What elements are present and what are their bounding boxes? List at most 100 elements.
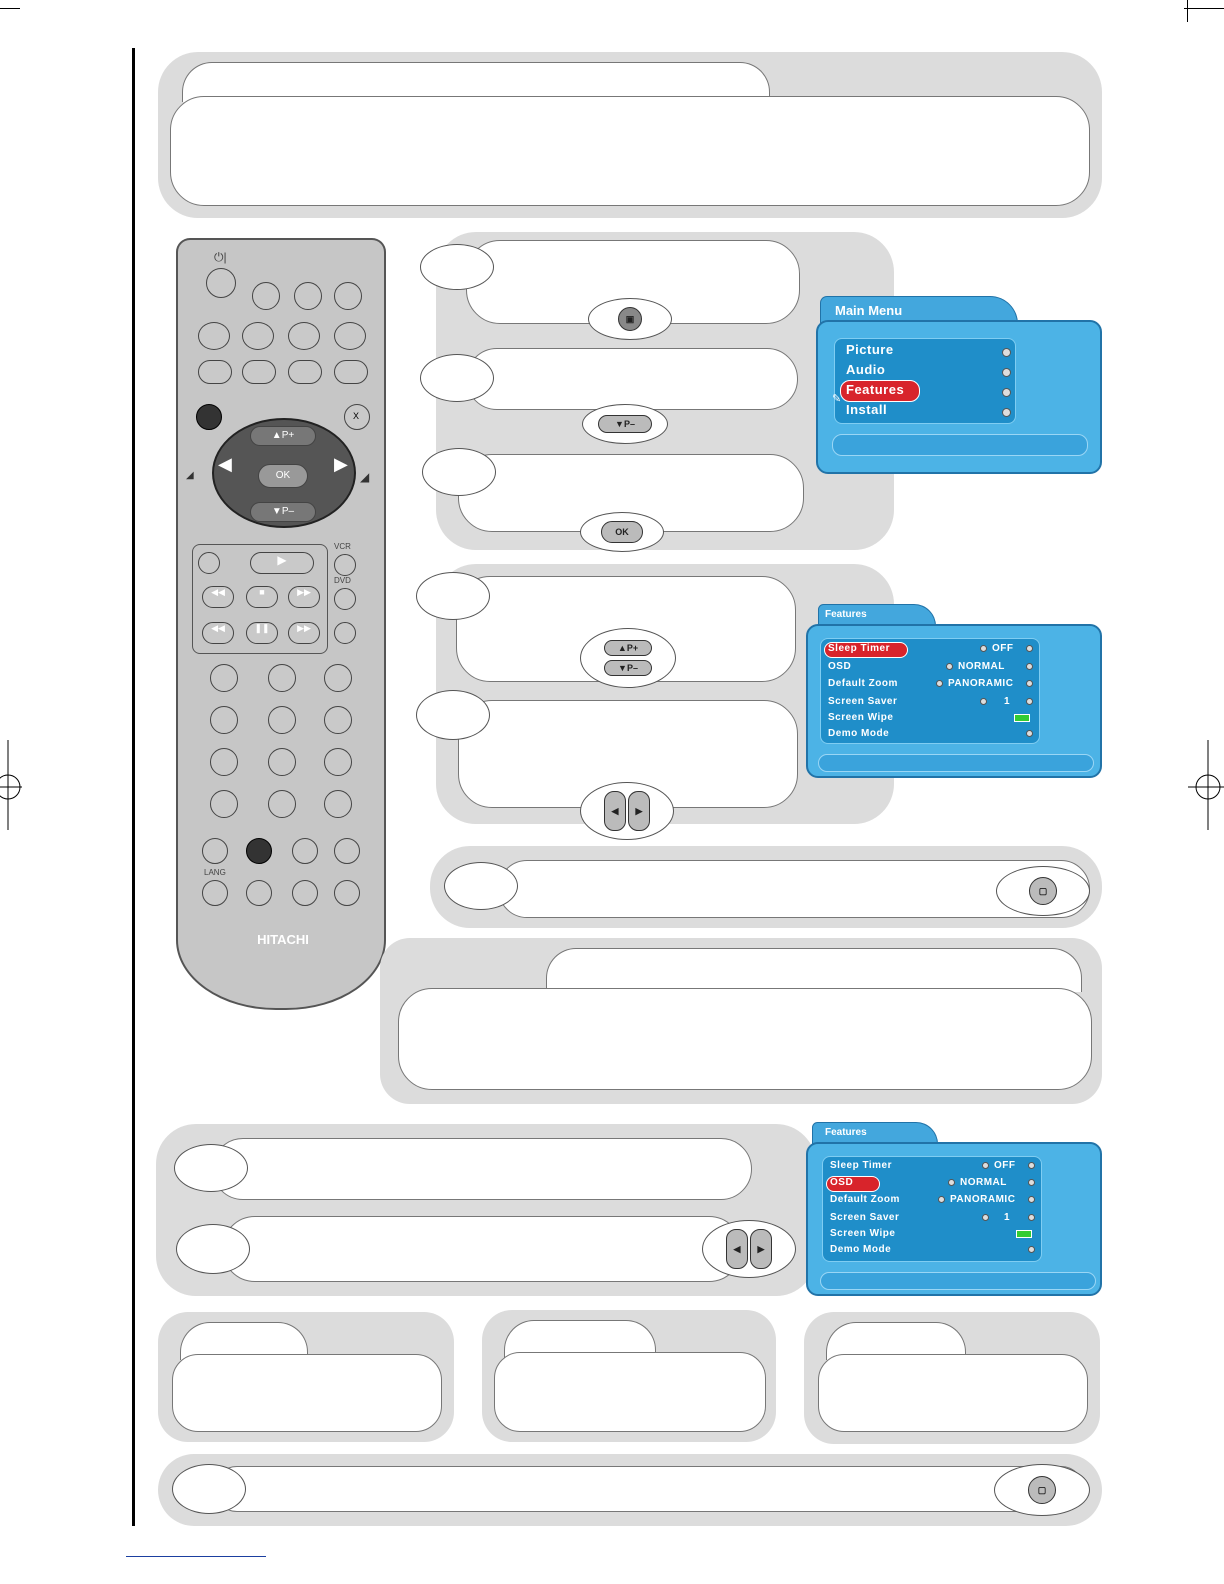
features-menu-1-title: Features xyxy=(825,609,867,620)
subtitle-button[interactable] xyxy=(202,838,228,864)
p-plus-label: P+ xyxy=(281,430,295,441)
step-6-tv-button[interactable]: ▢ xyxy=(996,866,1090,916)
device-button[interactable] xyxy=(334,622,356,644)
left-arrow-button[interactable]: ◀ xyxy=(218,454,232,474)
digit-7-button[interactable] xyxy=(210,748,238,776)
osd-step-2-box xyxy=(222,1216,742,1282)
features-2-row-osd-label[interactable]: OSD xyxy=(830,1177,854,1188)
features-1-row-demo-label[interactable]: Demo Mode xyxy=(828,728,890,739)
digit-8-button[interactable] xyxy=(268,748,296,776)
features-2-row-demo-label[interactable]: Demo Mode xyxy=(830,1244,892,1255)
menu-item-features[interactable]: Features xyxy=(846,382,905,397)
final-step-tv-button[interactable]: ▢ xyxy=(994,1464,1090,1516)
sleep-right-icon-2 xyxy=(1028,1162,1035,1169)
pause-button[interactable]: ❚❚ xyxy=(246,622,278,644)
step-1-menu-button[interactable]: ▣ xyxy=(588,298,672,340)
yellow-fastext-button[interactable] xyxy=(288,360,322,384)
aspect-button[interactable] xyxy=(334,282,362,310)
zoom-right-icon xyxy=(1026,680,1033,687)
info-button[interactable] xyxy=(288,322,320,350)
ok-button[interactable]: OK xyxy=(258,464,308,488)
digit-3-button[interactable] xyxy=(324,664,352,692)
header-tab xyxy=(182,62,770,102)
features-1-row-sleep-label[interactable]: Sleep Timer xyxy=(828,643,891,654)
features-1-row-saver-label[interactable]: Screen Saver xyxy=(828,696,898,707)
registration-mark-right xyxy=(1178,740,1224,830)
menu-button[interactable] xyxy=(196,404,222,430)
osd-left-icon xyxy=(946,663,953,670)
features-2-row-wipe-label[interactable]: Screen Wipe xyxy=(830,1228,896,1239)
tv-icon: ▢ xyxy=(1029,877,1057,905)
standby-button[interactable] xyxy=(206,268,236,298)
text-reveal-button[interactable] xyxy=(292,880,318,906)
menu-item-install[interactable]: Install xyxy=(846,402,888,417)
step-4-p-buttons[interactable]: ▲ P+ ▼ P– xyxy=(580,628,676,688)
fast-forward-button[interactable]: ▶▶ xyxy=(288,586,320,608)
screen-wipe-toggle-icon-2 xyxy=(1016,1230,1032,1238)
features-menu-2-tab: Features xyxy=(812,1122,938,1144)
features-1-row-zoom-label[interactable]: Default Zoom xyxy=(828,678,898,689)
blue-fastext-button[interactable] xyxy=(334,360,368,384)
features-2-row-zoom-value: PANORAMIC xyxy=(950,1194,1016,1205)
record-button[interactable] xyxy=(198,552,220,574)
sound-button[interactable] xyxy=(294,282,322,310)
demo-arrow-icon xyxy=(1026,730,1033,737)
tv-button[interactable] xyxy=(246,838,272,864)
note-tab xyxy=(546,948,1082,992)
step-3-ok-button[interactable]: OK xyxy=(580,512,664,552)
volume-down-icon[interactable]: ◢ xyxy=(186,470,194,481)
features-2-row-sleep-label[interactable]: Sleep Timer xyxy=(830,1160,893,1171)
dtv-button[interactable] xyxy=(202,880,228,906)
focus-button[interactable] xyxy=(242,322,274,350)
text-mix-button[interactable] xyxy=(334,838,360,864)
green-fastext-button[interactable] xyxy=(242,360,276,384)
saver-left-icon xyxy=(980,698,987,705)
header-box xyxy=(170,96,1090,206)
rewind-button[interactable]: ◀◀ xyxy=(202,586,234,608)
p-minus-button[interactable]: ▼P– xyxy=(250,502,316,522)
mute-button[interactable] xyxy=(334,322,366,350)
menu-item-picture[interactable]: Picture xyxy=(846,342,894,357)
features-1-row-osd-label[interactable]: OSD xyxy=(828,661,852,672)
digit-6-button[interactable] xyxy=(324,706,352,734)
right-arrow-button[interactable]: ▶ xyxy=(334,454,348,474)
step-2-p-minus-button[interactable]: ▼ P– xyxy=(582,404,668,444)
page-border-left xyxy=(132,48,135,1526)
p-plus-button[interactable]: ▲P+ xyxy=(250,426,316,446)
exit-button[interactable]: X xyxy=(344,404,370,430)
features-2-row-saver-label[interactable]: Screen Saver xyxy=(830,1212,900,1223)
av-button[interactable] xyxy=(198,322,230,350)
dvd-button[interactable] xyxy=(334,588,356,610)
guide-button[interactable] xyxy=(324,790,352,818)
red-fastext-button[interactable] xyxy=(198,360,232,384)
play-button[interactable]: ▶ xyxy=(250,552,314,574)
skip-forward-button[interactable]: ▶▶ xyxy=(288,622,320,644)
features-1-row-wipe-label[interactable]: Screen Wipe xyxy=(828,712,894,723)
digit-9-button[interactable] xyxy=(324,748,352,776)
osd-step-2-left-right-buttons[interactable]: ◀ ▶ xyxy=(702,1220,796,1278)
step-5-left-right-buttons[interactable]: ◀ ▶ xyxy=(580,782,674,840)
skip-back-button[interactable]: ◀◀ xyxy=(202,622,234,644)
swap-button[interactable] xyxy=(210,790,238,818)
digit-0-button[interactable] xyxy=(268,790,296,818)
digit-2-button[interactable] xyxy=(268,664,296,692)
features-2-row-zoom-label[interactable]: Default Zoom xyxy=(830,1194,900,1205)
digit-1-button[interactable] xyxy=(210,664,238,692)
menu-item-audio[interactable]: Audio xyxy=(846,362,886,377)
features-2-row-sleep-value: OFF xyxy=(994,1160,1016,1171)
digit-5-button[interactable] xyxy=(268,706,296,734)
option-card-1-box xyxy=(172,1354,442,1432)
audio-arrow-icon xyxy=(1002,368,1011,377)
vcr-button[interactable] xyxy=(334,554,356,576)
colour-button[interactable] xyxy=(252,282,280,310)
features-2-row-osd-value: NORMAL xyxy=(960,1177,1007,1188)
text-size-button[interactable] xyxy=(334,880,360,906)
features-menu-2-highlight xyxy=(826,1176,880,1192)
digit-4-button[interactable] xyxy=(210,706,238,734)
text-button[interactable] xyxy=(292,838,318,864)
stop-button[interactable]: ■ xyxy=(246,586,278,608)
remote-control: ⏻| X ▲P+ ▼P– ◀ ▶ OK ◢ ◢ ▶ ◀◀ ■ ▶▶ ◀◀ ❚❚ … xyxy=(176,238,386,1010)
volume-up-icon[interactable]: ◢ xyxy=(360,470,370,484)
text-hold-button[interactable] xyxy=(246,880,272,906)
bottom-rule xyxy=(126,1556,266,1557)
